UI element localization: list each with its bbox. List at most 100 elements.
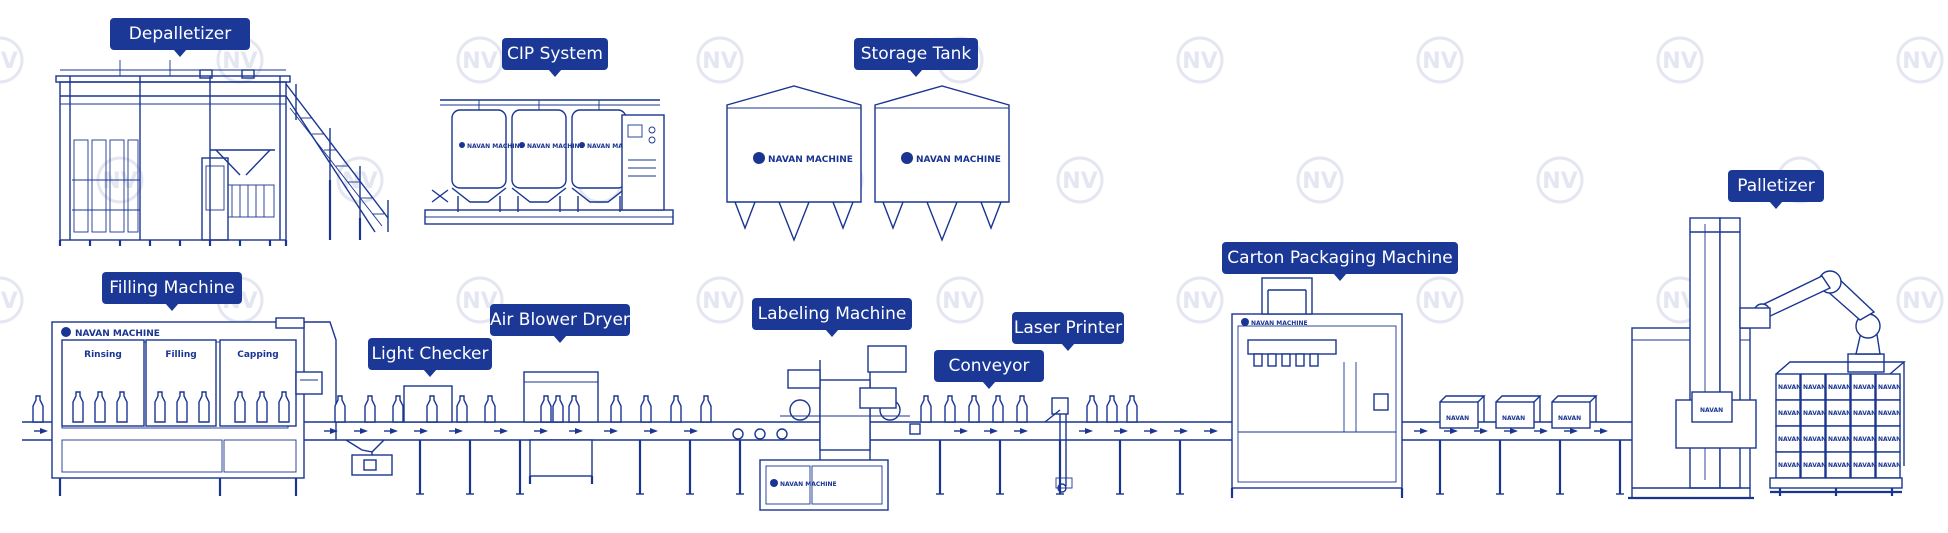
bottle (640, 395, 652, 423)
pallet-carton: NAVAN (1800, 425, 1826, 453)
svg-text:NAVAN: NAVAN (1853, 410, 1876, 417)
bottle (426, 395, 438, 423)
tag-light-checker: Light Checker (368, 338, 492, 377)
bottle (1126, 395, 1138, 423)
watermark-logo: NV (936, 276, 984, 324)
label-carton-packaging: Carton Packaging Machine (1227, 248, 1452, 268)
pallet-carton: NAVAN (1800, 373, 1826, 401)
conveyor-arrow (455, 428, 463, 434)
conveyor-arrow (1570, 428, 1578, 434)
svg-text:NAVAN: NAVAN (1878, 410, 1901, 417)
pallet-carton: NAVAN (1875, 399, 1901, 427)
bottle (32, 395, 44, 423)
svg-text:NAVAN: NAVAN (1828, 436, 1851, 443)
bottle (334, 395, 346, 423)
bottle (72, 391, 84, 423)
filling-section-filling: Filling (165, 350, 196, 360)
bottle (176, 391, 188, 423)
svg-text:NAVAN: NAVAN (1853, 384, 1876, 391)
pallet-carton: NAVAN (1850, 451, 1876, 479)
label-filling-machine: Filling Machine (109, 278, 235, 298)
watermark-logo: NV (1896, 36, 1944, 84)
svg-text:NAVAN: NAVAN (1828, 410, 1851, 417)
pallet-carton: NAVAN (1850, 373, 1876, 401)
watermark-logo: NV (1056, 156, 1104, 204)
svg-text:NV: NV (1902, 49, 1937, 74)
watermark-logo: NV (1416, 276, 1464, 324)
bottle (920, 395, 932, 423)
box-3-brand: NAVAN (1558, 415, 1581, 422)
conveyor-arrow (540, 428, 548, 434)
watermark-logo: NV (1176, 276, 1224, 324)
conveyor-arrow (1420, 428, 1428, 434)
svg-text:NV: NV (102, 169, 137, 194)
watermark-logo: NV (96, 156, 144, 204)
laser-printer-machine (1044, 397, 1073, 493)
svg-text:NV: NV (702, 289, 737, 314)
bottle (154, 391, 166, 423)
pallet-carton: NAVAN (1775, 373, 1801, 401)
pallet-carton: NAVAN (1825, 425, 1851, 453)
svg-text:NV: NV (462, 49, 497, 74)
conveyor-arrow (330, 428, 338, 434)
svg-text:NV: NV (1302, 169, 1337, 194)
svg-text:NAVAN: NAVAN (1803, 462, 1826, 469)
bottle (552, 395, 564, 423)
conveyor-arrow (610, 428, 618, 434)
label-labeling-machine: Labeling Machine (758, 304, 907, 324)
bottle (968, 395, 980, 423)
watermark-logo: NV (696, 36, 744, 84)
conveyor-arrow (1510, 428, 1518, 434)
palletizer-box-brand: NAVAN (1700, 407, 1723, 414)
cip-system-machine: NAVAN MACHINE NAVAN MACHINE NAVAN MACHIN… (424, 99, 674, 225)
conveyor-arrow (575, 428, 583, 434)
pallet-carton: NAVAN (1875, 451, 1901, 479)
bottle (94, 391, 106, 423)
box-1-brand: NAVAN (1446, 415, 1469, 422)
tag-cip-system: CIP System (502, 38, 608, 77)
pallet-carton: NAVAN (1775, 451, 1801, 479)
pallet-carton: NAVAN (1850, 425, 1876, 453)
watermark-logo: NV (1656, 36, 1704, 84)
tag-storage-tank: Storage Tank (854, 38, 978, 77)
svg-text:NAVAN: NAVAN (1828, 384, 1851, 391)
bottle (484, 395, 496, 423)
watermark-logo: NV (1536, 156, 1584, 204)
bottle (568, 395, 580, 423)
svg-text:NV: NV (1542, 169, 1577, 194)
svg-text:NAVAN: NAVAN (1828, 462, 1851, 469)
box-2-brand: NAVAN (1502, 415, 1525, 422)
pallet-carton: NAVAN (1825, 399, 1851, 427)
label-cip-system: CIP System (507, 44, 603, 64)
conveyor-arrow (1150, 428, 1158, 434)
tag-conveyor: Conveyor (934, 350, 1044, 389)
pallet-carton: NAVAN (1850, 399, 1876, 427)
label-air-blower-dryer: Air Blower Dryer (490, 310, 630, 330)
bottle (1106, 395, 1118, 423)
labeling-brand: NAVAN MACHINE (780, 481, 837, 488)
svg-text:NAVAN: NAVAN (1878, 436, 1901, 443)
cip-brand-3: NAVAN MACHINE (587, 143, 644, 150)
depalletizer-machine (55, 60, 389, 246)
bottle (992, 395, 1004, 423)
watermark-logo: NV (0, 36, 24, 84)
conveyor-arrow (40, 428, 48, 434)
conveyor-arrow (390, 428, 398, 434)
conveyor-arrow (1210, 428, 1218, 434)
pallet-carton: NAVAN (1800, 399, 1826, 427)
svg-text:NAVAN: NAVAN (1853, 462, 1876, 469)
bottles (32, 391, 1138, 423)
svg-text:NAVAN: NAVAN (1778, 384, 1801, 391)
filling-section-capping: Capping (237, 350, 279, 360)
carton-boxes: NAVAN NAVAN NAVAN (1439, 395, 1598, 429)
svg-text:NV: NV (702, 49, 737, 74)
svg-text:NAVAN: NAVAN (1878, 384, 1901, 391)
tag-depalletizer: Depalletizer (110, 18, 250, 57)
conveyor-arrow (1540, 428, 1548, 434)
pallet-stack-top (1775, 361, 1906, 375)
bottle (392, 395, 404, 423)
tank-2-brand: NAVAN MACHINE (916, 155, 1001, 165)
